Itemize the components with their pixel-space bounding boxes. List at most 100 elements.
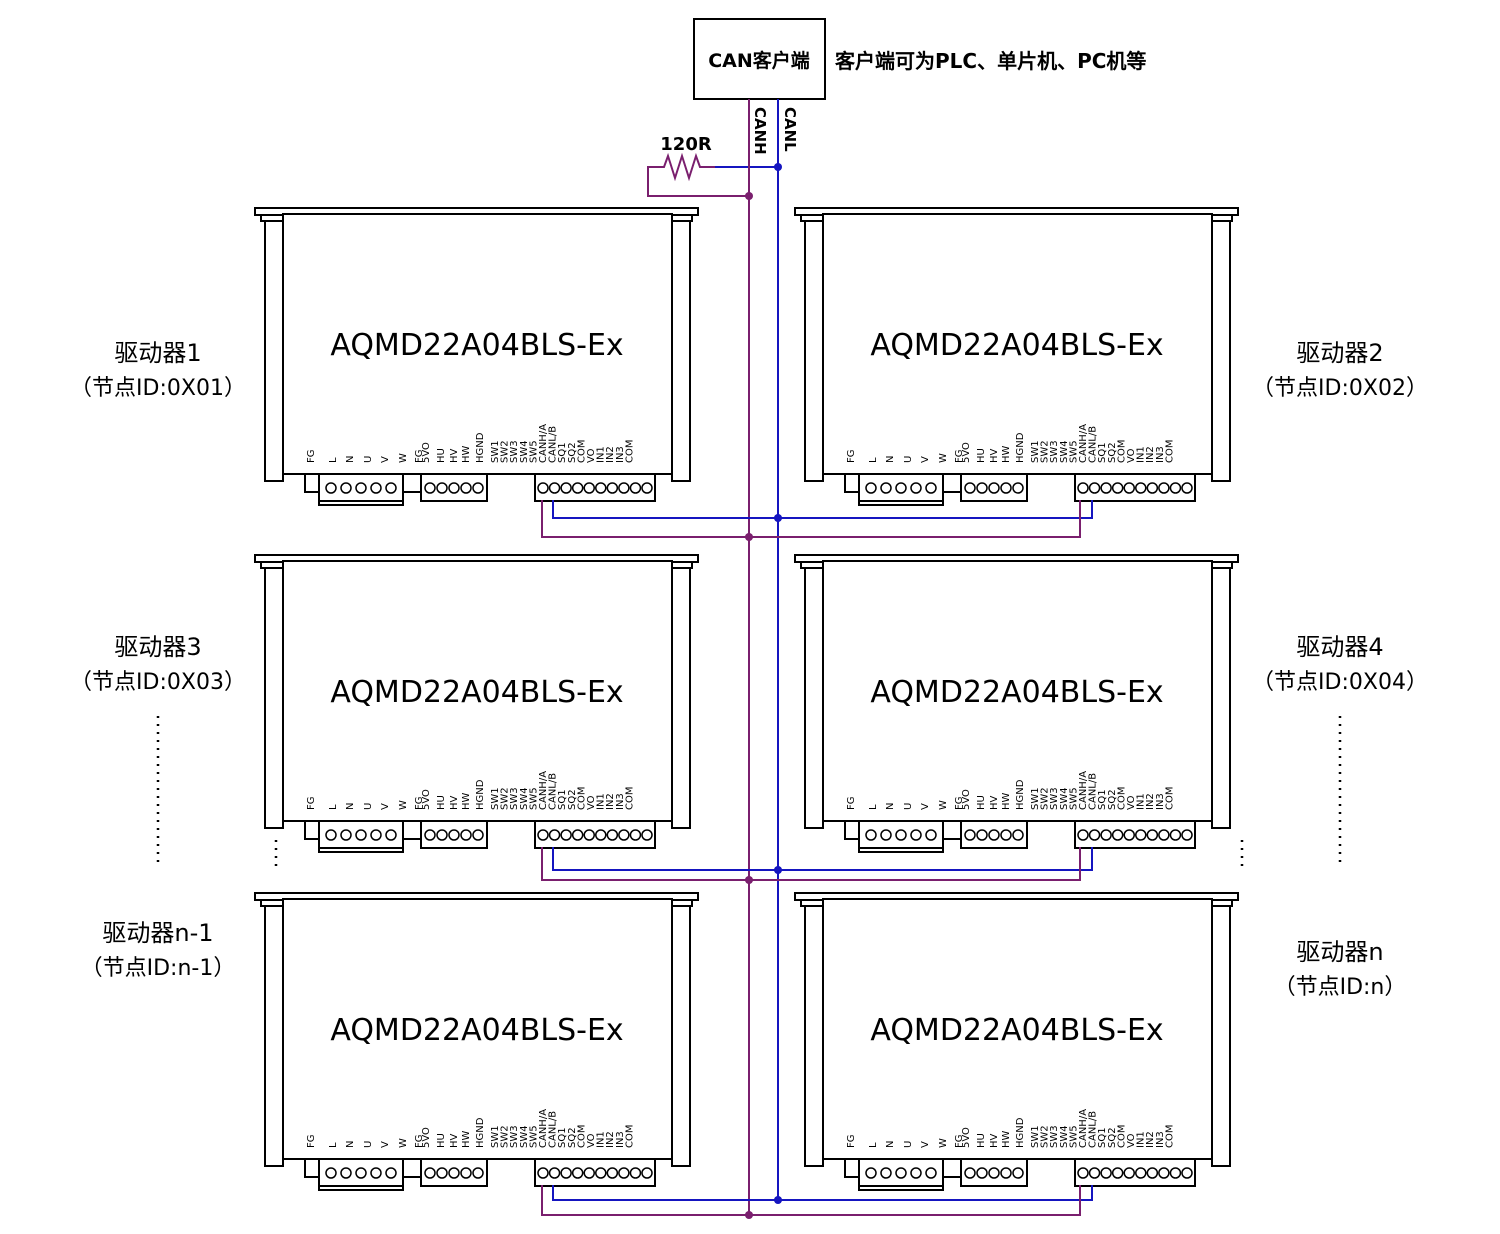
pin-label: N xyxy=(345,1141,356,1148)
pin-label: VO xyxy=(586,1133,597,1148)
pin-label: U xyxy=(903,456,914,463)
pin-label: SW5 xyxy=(528,440,539,463)
pin-label: 5VO xyxy=(421,789,432,810)
can-client-label: CAN客户端 xyxy=(708,49,810,72)
pin-label: SW3 xyxy=(509,440,520,463)
pin-label: W xyxy=(398,800,409,810)
pin-label: HV xyxy=(989,448,1000,463)
pin-label: SW2 xyxy=(500,440,511,463)
pin-label: SW2 xyxy=(1040,440,1051,463)
pin-label: SW4 xyxy=(1059,787,1070,810)
pin-label: VO xyxy=(1126,795,1137,810)
pin-label: 5VO xyxy=(961,789,972,810)
driver-model: AQMD22A04BLS-Ex xyxy=(330,1013,623,1048)
pin-label: SW2 xyxy=(1040,787,1051,810)
pin-label: SW2 xyxy=(500,1125,511,1148)
pin-label: L xyxy=(868,457,879,463)
pin-label: SW3 xyxy=(509,787,520,810)
pin-label: VO xyxy=(1126,448,1137,463)
pin-label: HGND xyxy=(1015,1117,1026,1148)
pin-label: SW5 xyxy=(528,787,539,810)
pin-label: SW1 xyxy=(490,440,501,463)
driver-node-id: （节点ID:0X03） xyxy=(70,670,246,695)
can-client: CAN客户端 xyxy=(693,18,826,100)
driver-name: 驱动器2 xyxy=(1296,339,1383,367)
pin-label: U xyxy=(903,1141,914,1148)
pin-label: HW xyxy=(1001,792,1012,810)
driver-node-id: （节点ID:0X04） xyxy=(1252,670,1428,695)
pin-label: L xyxy=(328,457,339,463)
pin-label: L xyxy=(868,1142,879,1148)
pin-label: CANH/A xyxy=(1078,1109,1089,1148)
pin-label: U xyxy=(363,803,374,810)
pin-label: W xyxy=(938,800,949,810)
pin-label: SW1 xyxy=(1030,787,1041,810)
pin-label: COM xyxy=(624,787,635,810)
pin-label: COM xyxy=(1116,1125,1127,1148)
pin-label: COM xyxy=(1164,1125,1175,1148)
pin-label: SW4 xyxy=(1059,440,1070,463)
pin-label: V xyxy=(920,803,931,810)
pin-label: CANL/B xyxy=(548,773,559,810)
pin-label: W xyxy=(398,1138,409,1148)
pin-label: VO xyxy=(1126,1133,1137,1148)
pin-label: COM xyxy=(1164,440,1175,463)
pin-label: HU xyxy=(976,448,987,463)
pin-label: IN3 xyxy=(615,1131,626,1148)
pin-label: IN1 xyxy=(596,793,607,810)
driver-model: AQMD22A04BLS-Ex xyxy=(330,675,623,710)
pin-label: IN1 xyxy=(596,1131,607,1148)
pin-label: FG xyxy=(954,1134,965,1148)
client-note: 客户端可为PLC、单片机、PC机等 xyxy=(834,49,1146,73)
pin-label: IN1 xyxy=(1136,1131,1147,1148)
pin-label: IN2 xyxy=(1145,446,1156,463)
pin-label: W xyxy=(398,453,409,463)
pin-label: CANL/B xyxy=(1088,426,1099,463)
pin-label: HV xyxy=(989,795,1000,810)
pin-label: IN3 xyxy=(1155,793,1166,810)
pin-label: SW4 xyxy=(519,440,530,463)
driver-model: AQMD22A04BLS-Ex xyxy=(870,328,1163,363)
pin-label: VO xyxy=(586,448,597,463)
pin-label: L xyxy=(868,804,879,810)
pin-label: N xyxy=(885,456,896,463)
driver-node-id: （节点ID:0X01） xyxy=(70,376,246,401)
pin-label: SW1 xyxy=(490,787,501,810)
pin-label: SW1 xyxy=(1030,440,1041,463)
resistor-label: 120R xyxy=(660,134,712,155)
pin-label: HGND xyxy=(475,432,486,463)
pin-label: SW2 xyxy=(1040,1125,1051,1148)
pin-label: FG xyxy=(954,449,965,463)
pin-label: SQ2 xyxy=(1107,1127,1118,1148)
pin-label: HU xyxy=(976,1133,987,1148)
pin-label: IN1 xyxy=(596,446,607,463)
pin-label: HV xyxy=(449,795,460,810)
canh-label: CANH xyxy=(751,107,769,155)
pin-label: SQ2 xyxy=(1107,789,1118,810)
pin-label: V xyxy=(920,1141,931,1148)
pin-label: CANL/B xyxy=(1088,773,1099,810)
pin-label: 5VO xyxy=(961,1127,972,1148)
driver-node-id: （节点ID:n-1） xyxy=(81,956,236,981)
pin-label: FG xyxy=(306,796,317,810)
pin-label: CANH/A xyxy=(1078,771,1089,810)
pin-label: U xyxy=(363,456,374,463)
driver-name: 驱动器4 xyxy=(1296,633,1383,661)
driver-name: 驱动器3 xyxy=(114,633,201,661)
pin-label: COM xyxy=(1116,440,1127,463)
pin-label: FG xyxy=(846,1134,857,1148)
pin-label: CANH/A xyxy=(1078,424,1089,463)
pin-label: IN3 xyxy=(615,793,626,810)
pin-label: 5VO xyxy=(421,1127,432,1148)
pin-label: FG xyxy=(414,796,425,810)
pin-label: COM xyxy=(624,1125,635,1148)
driver-model: AQMD22A04BLS-Ex xyxy=(870,675,1163,710)
pin-label: U xyxy=(903,803,914,810)
pin-label: SW1 xyxy=(1030,1125,1041,1148)
pin-label: COM xyxy=(576,440,587,463)
pin-label: SW5 xyxy=(1068,787,1079,810)
